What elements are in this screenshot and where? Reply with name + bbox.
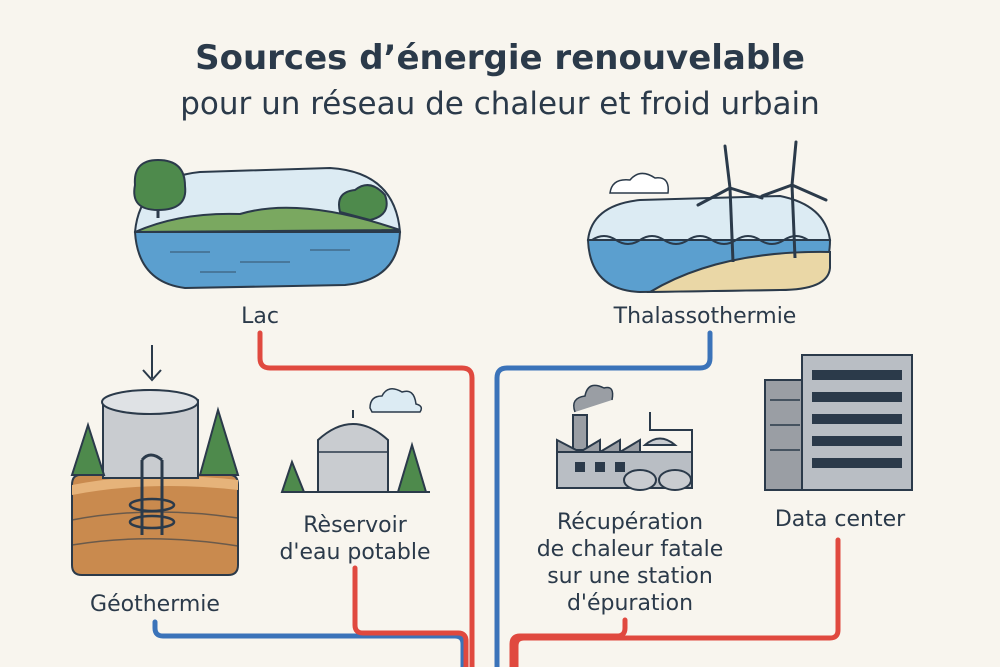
thalasso-illustration [586, 140, 832, 294]
datacenter-illustration [764, 354, 913, 491]
label-reservoir: Rèservoir d'eau potable [270, 512, 440, 566]
title-line-1: Sources d’énergie renouvelable [195, 38, 805, 78]
geothermie-illustration [70, 345, 240, 576]
title-line-2: pour un réseau de chaleur et froid urbai… [180, 86, 820, 122]
label-recup-line-3: sur une station [547, 564, 713, 589]
pipe-lac-hot [257, 330, 475, 667]
pipe-geo-cold [152, 619, 466, 667]
label-reservoir-line-2: d'eau potable [279, 540, 431, 565]
label-recup-line-4: d'épuration [566, 591, 694, 616]
label-thalassothermie: Thalassothermie [613, 304, 797, 329]
label-recup-line-1: Récupération [556, 510, 704, 535]
lac-illustration [133, 158, 402, 290]
label-recup-line-2: de chaleur fatale [536, 537, 724, 562]
reservoir-illustration [280, 388, 430, 493]
pipe-datacenter-hot [513, 537, 841, 667]
pipe-reservoir-hot [352, 565, 469, 667]
pipe-recup-hot [509, 617, 628, 667]
pipe-thalasso-hot [494, 330, 713, 667]
label-lac: Lac [241, 304, 279, 329]
pipe-network [152, 330, 841, 667]
label-recuperation: Récupération de chaleur fatale sur une s… [530, 509, 730, 617]
recup-illustration [556, 384, 693, 491]
label-reservoir-line-1: Rèservoir [303, 513, 407, 538]
label-data-center: Data center [774, 507, 906, 532]
label-geothermie: Géothermie [90, 592, 220, 617]
